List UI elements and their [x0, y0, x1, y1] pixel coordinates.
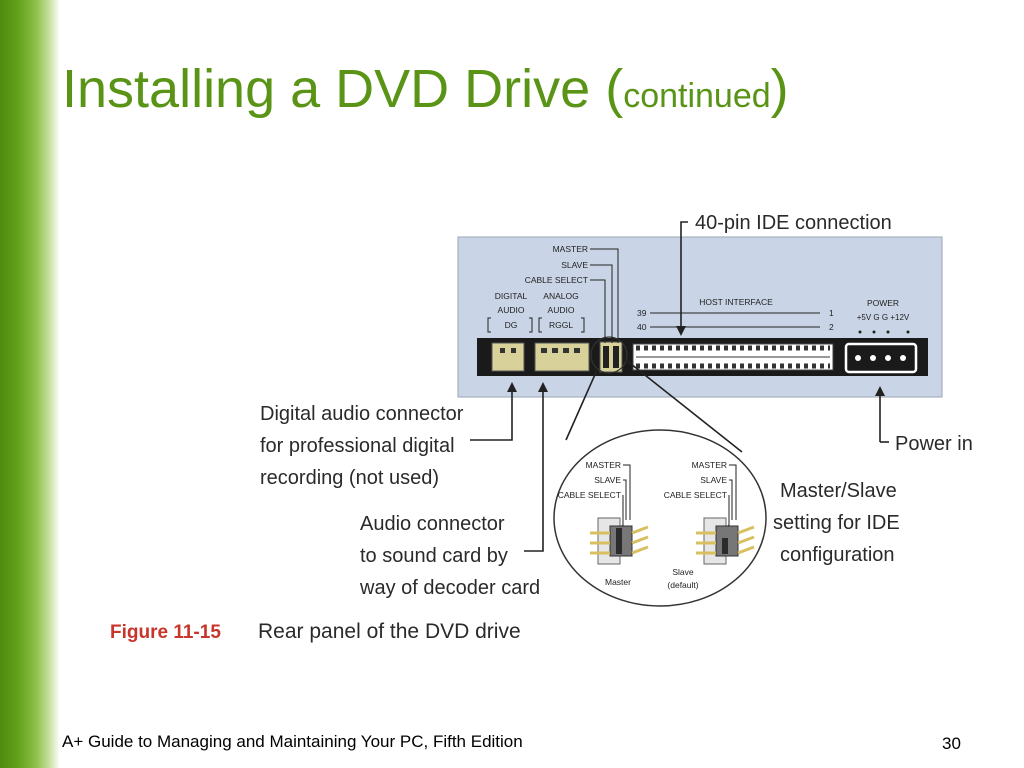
inset-right-slave-label: SLAVE [700, 475, 727, 485]
audio-callout-line [524, 388, 544, 552]
connector-pin [563, 348, 569, 353]
inset-left-cable-select-label: CABLE SELECT [558, 490, 621, 500]
digital-audio-label-2: AUDIO [498, 305, 525, 315]
pin-40-label: 40 [637, 322, 647, 332]
audio-connector-label-line-2: to sound card by [360, 545, 508, 567]
connector-pin [552, 348, 558, 353]
dg-pin-label: DG [505, 320, 518, 330]
callout-labels: 40-pin IDE connection Digital audio conn… [260, 212, 973, 599]
pin-1-label: 1 [829, 308, 834, 318]
panel-cable-select-label: CABLE SELECT [525, 275, 588, 285]
zoom-line-right [625, 359, 743, 453]
inset-left-slave-label: SLAVE [594, 475, 621, 485]
audio-connector-label-line-1: Audio connector [360, 513, 505, 535]
figure-caption: Rear panel of the DVD drive [258, 620, 521, 643]
inset-left-master-label: MASTER [586, 460, 621, 470]
power-label: POWER [867, 298, 899, 308]
pin-39-label: 39 [637, 308, 647, 318]
digital-audio-callout-line [470, 388, 513, 441]
page-number: 30 [942, 734, 961, 753]
ide-callout-line [680, 221, 688, 328]
panel-label-brackets [487, 248, 820, 343]
title-main: Installing a DVD Drive ( [62, 59, 624, 119]
power-in-label: Power in [895, 433, 973, 455]
panel-slave-label: SLAVE [561, 260, 588, 270]
connector-pin [500, 348, 505, 353]
audio-connector-label-line-3: way of decoder card [359, 577, 540, 599]
inset-master-jumper [590, 517, 649, 565]
inset-slave-caption-1: Slave [672, 567, 694, 577]
inset-right-master-label: MASTER [692, 460, 727, 470]
figure-number: Figure 11-15 [110, 622, 221, 643]
jumper-pin [603, 346, 609, 368]
host-interface-label: HOST INTERFACE [699, 297, 773, 307]
panel-master-label: MASTER [553, 244, 588, 254]
master-slave-label-line-3: configuration [780, 544, 895, 566]
title-close: ) [770, 59, 789, 119]
slide-footer: A+ Guide to Managing and Maintaining You… [62, 732, 523, 751]
inset-master-caption: Master [605, 577, 631, 587]
master-slave-label-line-2: setting for IDE [773, 512, 900, 534]
jumper-pin [613, 346, 619, 368]
inset-slave-jumper [696, 517, 755, 565]
digital-audio-label-1: DIGITAL [495, 291, 528, 301]
connector-pin [511, 348, 516, 353]
callout-lines [470, 221, 889, 552]
analog-audio-label-1: ANALOG [543, 291, 578, 301]
pin-2-label: 2 [829, 322, 834, 332]
slide-title: Installing a DVD Drive (continued) [62, 62, 789, 116]
master-slave-label-line-1: Master/Slave [780, 480, 897, 502]
jumper-detail-inset: MASTER SLAVE CABLE SELECT MASTER SLAVE C… [553, 429, 767, 607]
analog-audio-label-2: AUDIO [548, 305, 575, 315]
ide-40-pin-header [632, 343, 834, 371]
analog-audio-connector [534, 342, 590, 372]
digital-audio-connector [491, 342, 525, 372]
title-continued: continued [623, 77, 771, 115]
connector-pin [574, 348, 580, 353]
digital-audio-label-line-3: recording (not used) [260, 467, 439, 489]
inset-slave-caption-2: (default) [667, 580, 698, 590]
slide-sidebar-gradient [0, 0, 60, 768]
power-pin-dots [858, 330, 910, 334]
jumper-highlight-circle [590, 336, 628, 374]
digital-audio-label-line-1: Digital audio connector [260, 403, 464, 425]
ide-connection-label: 40-pin IDE connection [695, 212, 892, 234]
connector-pin [541, 348, 547, 353]
inset-right-cable-select-label: CABLE SELECT [664, 490, 727, 500]
power-connector [844, 342, 918, 374]
power-pins-label: +5V G G +12V [857, 313, 910, 322]
panel-labels: MASTER SLAVE CABLE SELECT DIGITAL AUDIO … [495, 244, 910, 332]
callout-arrowheads [507, 326, 885, 396]
rggl-pin-label: RGGL [549, 320, 573, 330]
zoom-line-left [565, 369, 598, 441]
digital-audio-label-line-2: for professional digital [260, 435, 455, 457]
